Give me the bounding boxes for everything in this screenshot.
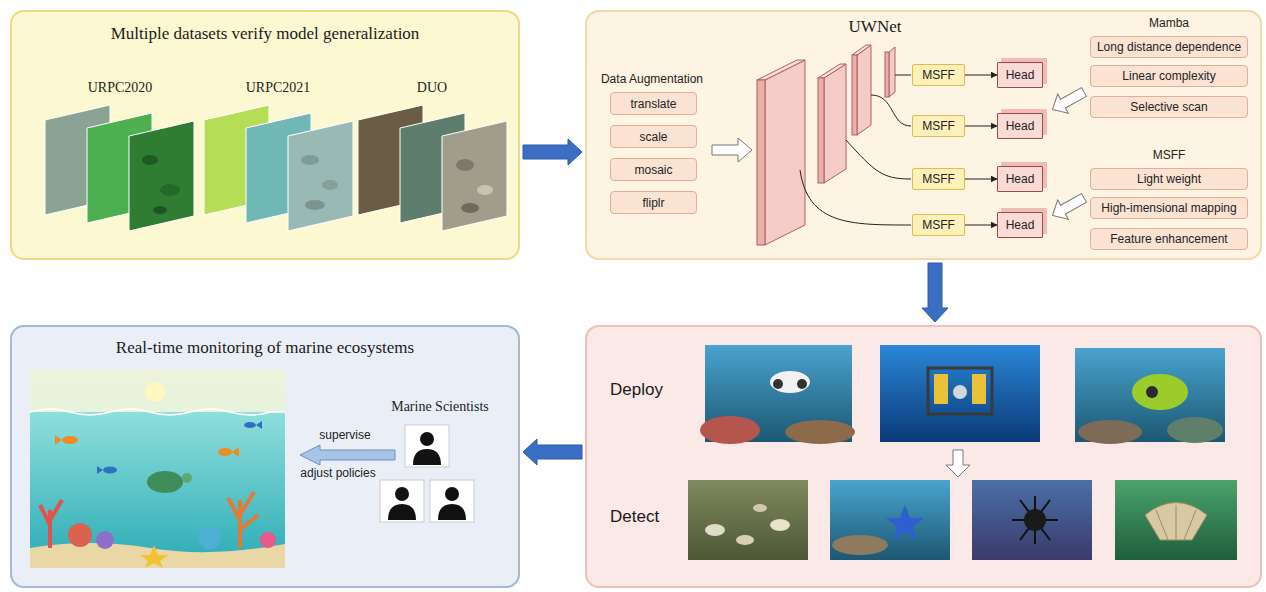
box-text: Light weight <box>1137 172 1201 186</box>
box-text: fliplr <box>642 196 664 210</box>
connector <box>965 126 997 127</box>
arrow-label: adjust policies <box>300 466 375 480</box>
group-heading: MSFF <box>1153 148 1186 162</box>
dataset-name: URPC2021 <box>246 80 311 96</box>
flow-arrow <box>300 445 395 465</box>
augmentation-box: fliplr <box>610 191 697 214</box>
box-text: MSFF <box>922 119 955 133</box>
panel: DeployDetect <box>585 325 1262 588</box>
head-block: Head <box>997 113 1043 139</box>
backbone <box>757 45 895 245</box>
panel-ground <box>585 10 1262 260</box>
box-text: scale <box>639 130 667 144</box>
msff-block: MSFF <box>912 168 965 190</box>
panel-title: Real-time monitoring of marine ecosystem… <box>20 338 510 358</box>
feature-box: Selective scan <box>1090 96 1248 118</box>
group-heading: Mamba <box>1149 16 1189 30</box>
box-text: Head <box>1006 172 1035 186</box>
panel-ground <box>585 325 1262 588</box>
panel-title: Multiple datasets verify model generaliz… <box>20 24 510 44</box>
deploy-photo <box>700 345 1225 444</box>
connector <box>965 179 997 180</box>
box-text: Head <box>1006 68 1035 82</box>
feature-box: Feature enhancement <box>1090 228 1248 250</box>
head-block: Head <box>997 212 1043 238</box>
feature-box: Linear complexity <box>1090 65 1248 87</box>
scientist-icon <box>380 425 474 522</box>
box-text: MSFF <box>922 218 955 232</box>
panel-title: UWNet <box>835 17 915 37</box>
panel: UWNettranslatescalemosaicfliplrMSFFMSFFM… <box>585 10 1262 260</box>
box-text: High-imensional mapping <box>1101 201 1236 215</box>
msff-block: MSFF <box>912 64 965 86</box>
box-text: Long distance dependence <box>1097 40 1241 54</box>
feature-box: Long distance dependence <box>1090 36 1248 58</box>
panel-ground <box>10 10 520 260</box>
augmentation-box: mosaic <box>610 158 697 181</box>
dataset-name: URPC2020 <box>88 80 153 96</box>
flow-arrow <box>523 139 582 165</box>
box-text: Linear complexity <box>1122 69 1215 83</box>
dataset-name: DUO <box>417 80 447 96</box>
connector <box>965 75 997 76</box>
box-text: Head <box>1006 119 1035 133</box>
flow-arrow <box>523 439 582 465</box>
box-text: MSFF <box>922 172 955 186</box>
augmentation-box: translate <box>610 92 697 115</box>
box-text: MSFF <box>922 68 955 82</box>
arrow-label: supervise <box>319 428 370 442</box>
flow-arrow-group <box>922 263 948 322</box>
panel: Real-time monitoring of marine ecosystem… <box>10 325 520 588</box>
feature-box: High-imensional mapping <box>1090 197 1248 219</box>
box-text: mosaic <box>634 163 672 177</box>
box-text: translate <box>630 97 676 111</box>
flow-arrow-group <box>523 139 582 165</box>
panel-ground <box>10 325 520 588</box>
box-text: Selective scan <box>1130 100 1207 114</box>
dataset-images <box>45 105 507 231</box>
head-block: Head <box>997 166 1043 192</box>
box-text: Head <box>1006 218 1035 232</box>
msff-block: MSFF <box>912 115 965 137</box>
flow-arrow-group <box>523 439 582 465</box>
msff-block: MSFF <box>912 214 965 236</box>
flow-arrow <box>946 450 970 477</box>
flow-arrow <box>922 263 948 322</box>
detect-photo <box>688 480 1237 560</box>
ocean-illustration <box>30 370 285 568</box>
stage-label: Deploy <box>610 380 663 400</box>
group-heading: Data Augmentation <box>601 72 703 86</box>
box-text: Feature enhancement <box>1110 232 1227 246</box>
feature-box: Light weight <box>1090 168 1248 190</box>
actor-label: Marine Scientists <box>391 399 489 415</box>
stage-label: Detect <box>610 507 659 527</box>
augmentation-box: scale <box>610 125 697 148</box>
panel: Multiple datasets verify model generaliz… <box>10 10 520 260</box>
head-block: Head <box>997 62 1043 88</box>
connector <box>965 225 997 226</box>
feature-lines <box>800 75 911 225</box>
flow-arrow <box>1047 82 1089 225</box>
flow-arrow <box>712 138 752 162</box>
